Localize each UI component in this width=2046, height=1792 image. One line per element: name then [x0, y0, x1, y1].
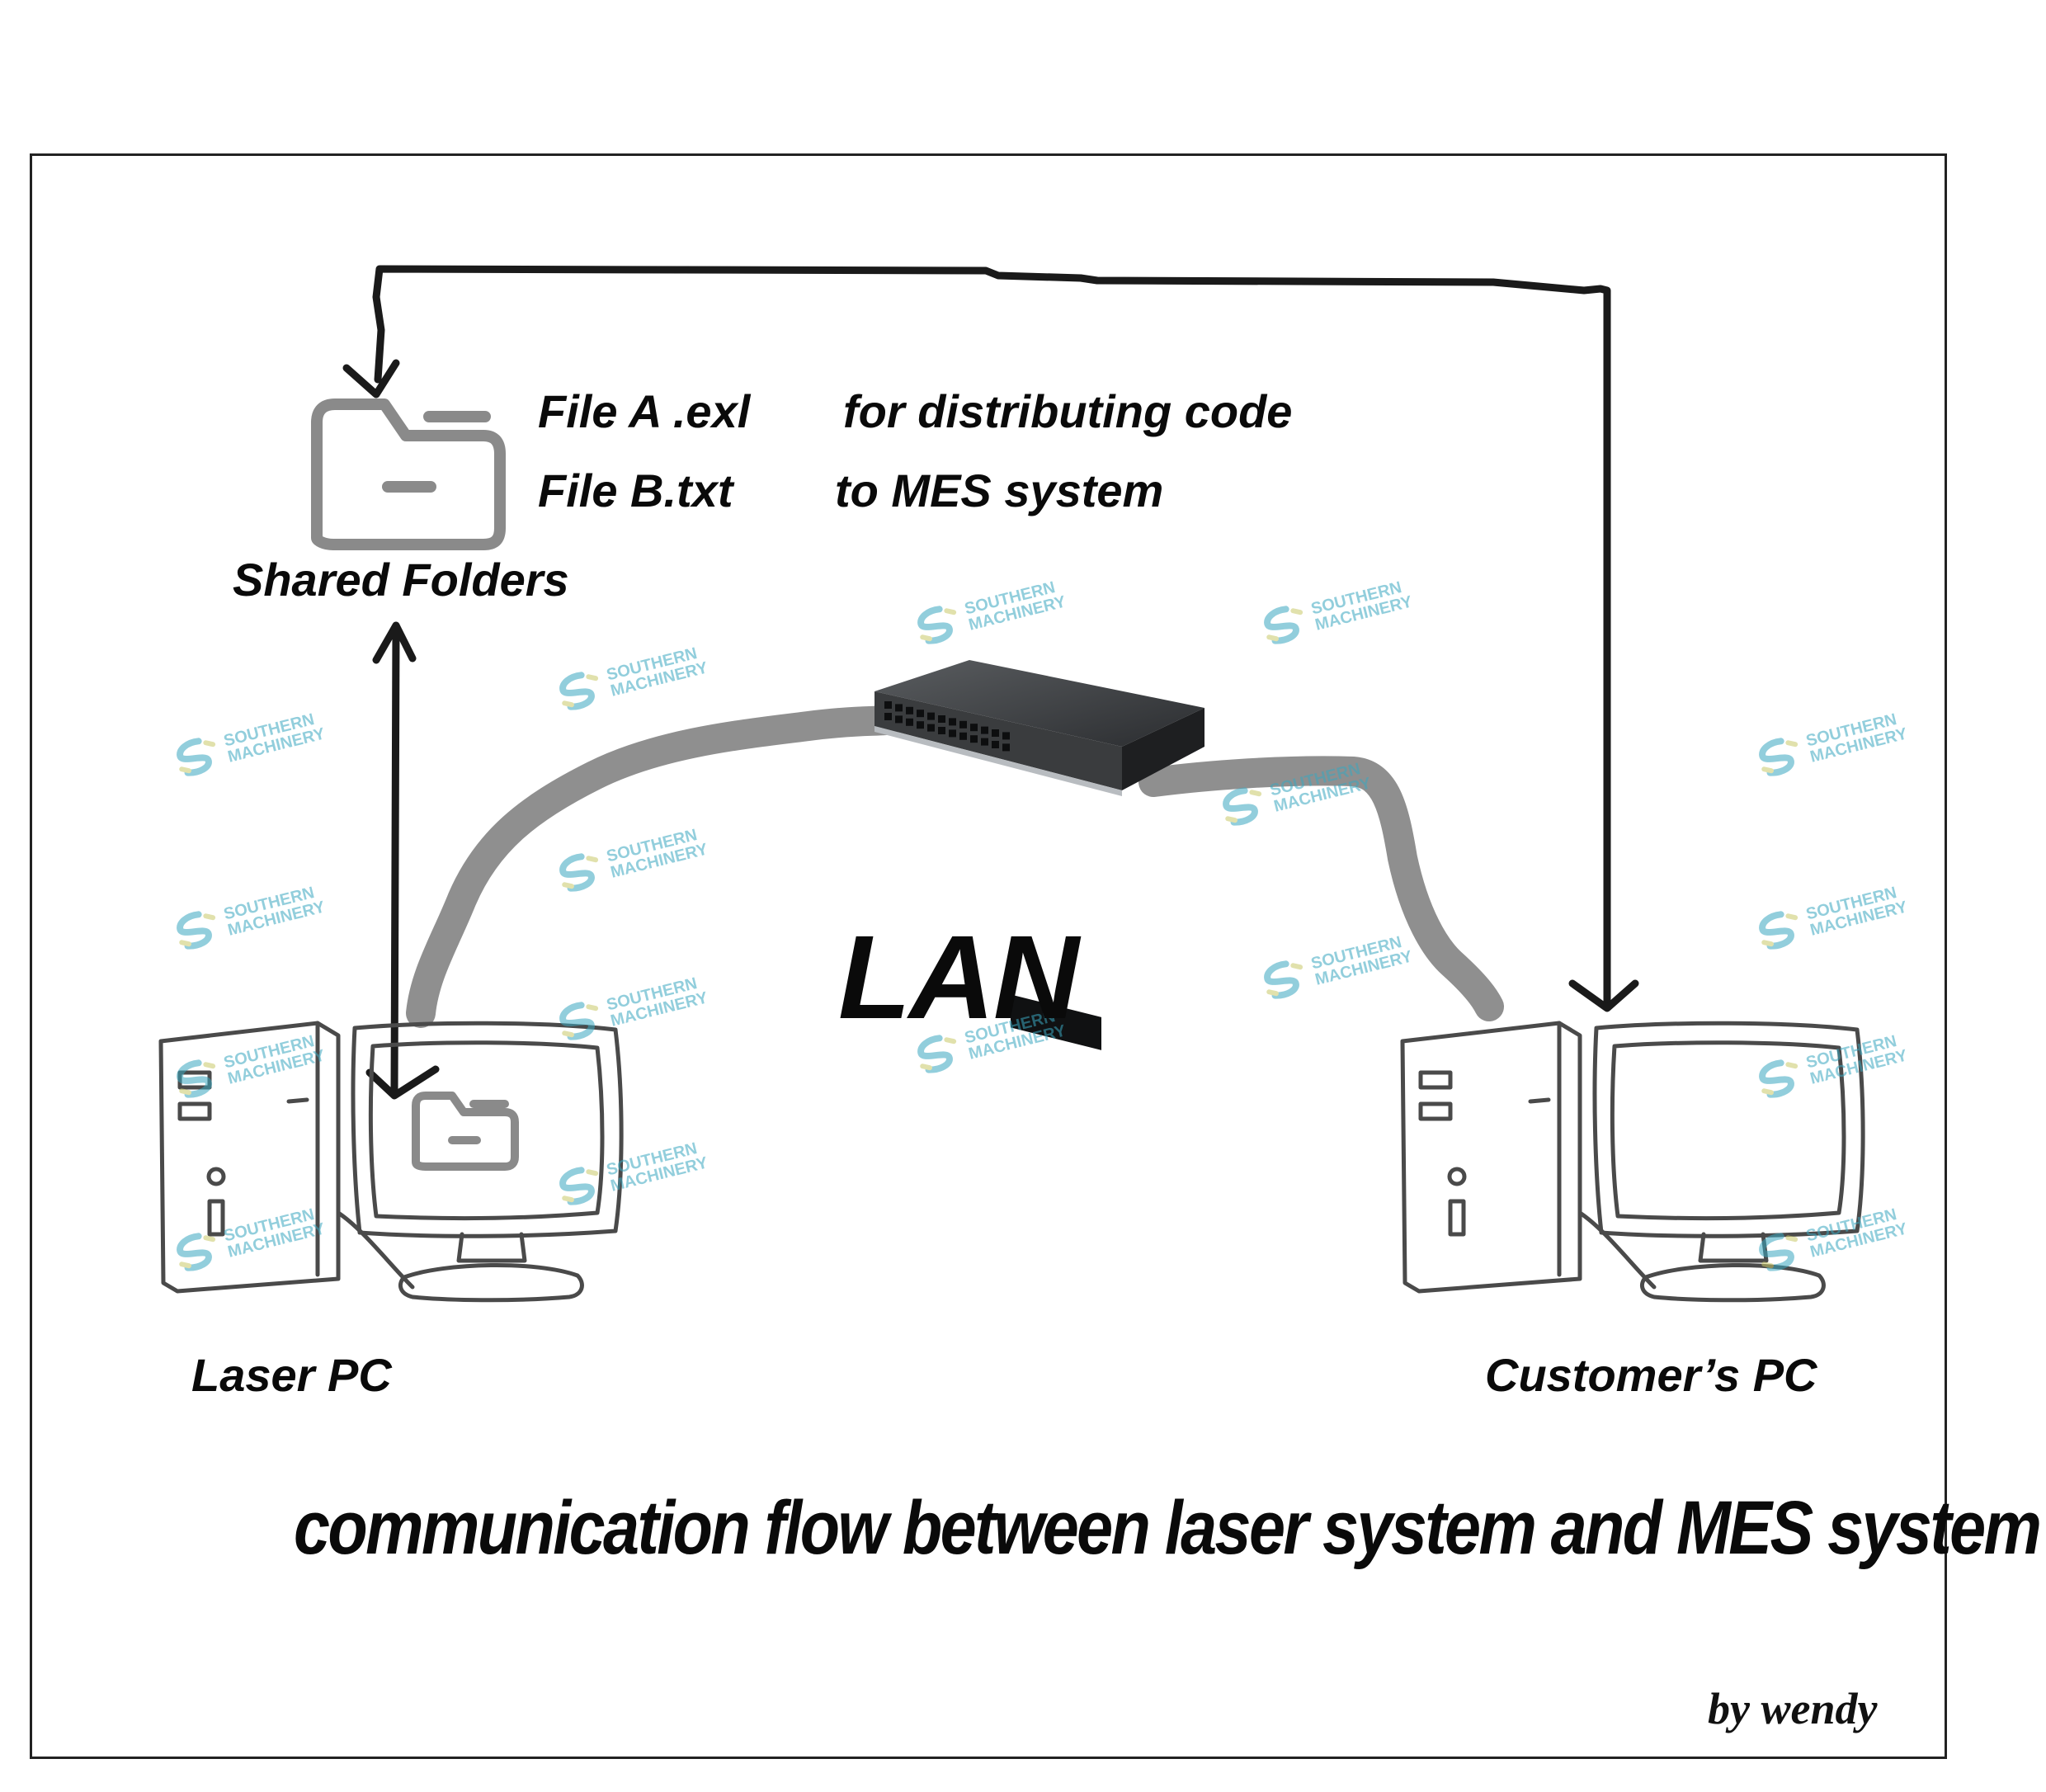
- switch-port: [970, 724, 978, 732]
- watermark-logo-icon: [1759, 738, 1798, 776]
- arrow-customer-to-shared: [342, 265, 1639, 1012]
- laser-pc-tower: [158, 1021, 341, 1294]
- watermark-logo-icon: [177, 911, 216, 950]
- switch-port: [981, 738, 988, 746]
- watermark-logo-icon: [559, 1002, 599, 1040]
- watermark-logo-icon: [1759, 1233, 1798, 1271]
- switch-port: [884, 713, 892, 720]
- switch-port: [981, 726, 988, 734]
- customer-pc-icon: [1400, 1021, 1865, 1303]
- switch-port: [992, 729, 999, 737]
- watermark-logo-icon: [917, 606, 957, 644]
- switch-port: [927, 712, 935, 720]
- customer-pc-label: Customer’s PC: [1485, 1349, 1817, 1401]
- watermark-logo-icon: [917, 1035, 957, 1073]
- file-a-label: File A .exl: [538, 385, 751, 437]
- watermark-logo-icon: [177, 1233, 216, 1271]
- watermark-logo-icon: [177, 1059, 216, 1098]
- diagram-frame: [30, 153, 1947, 1759]
- switch-port: [884, 701, 892, 709]
- arrow-shared-laser-bidirectional: [365, 621, 440, 1100]
- lan-cable-right: [1138, 756, 1504, 1021]
- laser-pc-icon: [158, 1021, 624, 1303]
- lan-label: LAN: [838, 911, 1079, 1044]
- customer-pc-tower: [1400, 1021, 1582, 1294]
- switch-port: [949, 718, 956, 726]
- author-credit: by wendy: [1708, 1684, 1878, 1733]
- file-b-purpose: to MES system: [835, 465, 1164, 516]
- folder-icon: [311, 398, 506, 550]
- customer-pc-monitor: [1577, 1021, 1865, 1303]
- watermark-logo-icon: [177, 738, 216, 776]
- watermark-logo-icon: [559, 672, 599, 710]
- watermark-logo-icon: [559, 853, 599, 892]
- laser-pc-folder-icon: [412, 1092, 519, 1171]
- watermark-logo-icon: [559, 1167, 599, 1205]
- switch-port: [970, 735, 978, 743]
- lan-cable-left: [406, 705, 906, 1028]
- switch-port: [938, 727, 945, 734]
- laser-pc-monitor: [336, 1021, 624, 1303]
- watermark-logo-icon: [1759, 1059, 1798, 1098]
- switch-port: [895, 704, 903, 712]
- switch-port: [917, 721, 924, 729]
- file-b-label: File B.txt: [538, 465, 733, 516]
- switch-port: [959, 720, 967, 729]
- switch-port: [906, 718, 913, 726]
- laser-pc-label: Laser PC: [191, 1349, 392, 1401]
- diagram-title: communication flow between laser system …: [294, 1486, 2042, 1570]
- switch-port: [959, 732, 967, 740]
- switch-port: [938, 715, 945, 723]
- file-a-purpose: for distributing code: [843, 385, 1293, 437]
- switch-port: [949, 729, 956, 738]
- switch-port: [906, 706, 913, 714]
- watermark-logo-icon: [1264, 606, 1304, 644]
- switch-port: [927, 724, 935, 732]
- watermark-logo-icon: [1759, 911, 1798, 950]
- network-switch-icon: [874, 660, 1204, 1050]
- switch-port: [895, 715, 903, 724]
- shared-folders-label: Shared Folders: [233, 554, 569, 606]
- switch-port: [992, 741, 999, 748]
- switch-port: [1002, 732, 1010, 740]
- watermark-logo-icon: [1223, 787, 1262, 826]
- watermark-logo-icon: [1264, 960, 1304, 999]
- switch-port: [917, 710, 924, 718]
- switch-port: [1002, 743, 1010, 752]
